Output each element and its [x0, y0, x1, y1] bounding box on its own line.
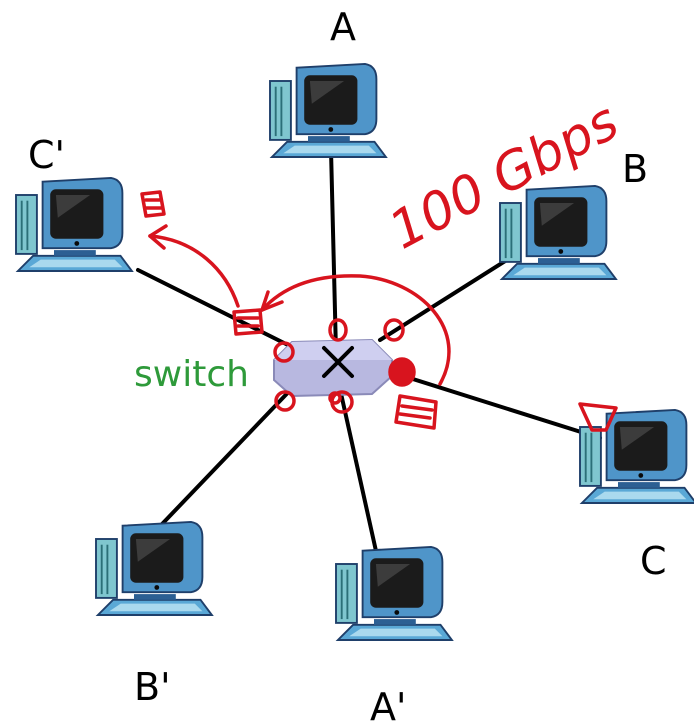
port-highlight-dot [388, 357, 416, 387]
host-a-label: A [330, 5, 356, 49]
forwarding-arrow-to-c-prime [148, 234, 240, 308]
link-b-prime [140, 378, 302, 547]
host-b: B [499, 147, 648, 280]
host-a-prime-label: A' [370, 685, 406, 727]
link-a-prime [336, 378, 380, 562]
switch-label: switch [134, 354, 249, 395]
host-a-prime: A' [335, 545, 453, 727]
frame-mark [394, 394, 438, 430]
frame-mark [232, 308, 264, 336]
computer-icon [269, 62, 387, 158]
port-marker [273, 341, 295, 363]
host-c-prime: C' [15, 133, 133, 272]
port-marker [328, 391, 342, 405]
forwarding-arrow [260, 274, 451, 386]
host-b-label: B [622, 147, 648, 191]
computer-icon [579, 408, 694, 504]
frame-mark [140, 190, 166, 218]
switch: switch [134, 338, 393, 398]
host-b-prime: B' [95, 520, 213, 709]
port-marker [383, 318, 405, 342]
annotations [140, 190, 618, 432]
host-c-prime-label: C' [28, 133, 65, 177]
computer-icon [95, 520, 213, 616]
link-c [376, 366, 602, 440]
frame-mark [578, 402, 618, 432]
computer-icon [15, 176, 133, 272]
switch-cross-icon [322, 346, 354, 378]
host-b-prime-label: B' [134, 665, 171, 709]
host-a: A [269, 5, 387, 158]
link-c-prime [136, 268, 300, 352]
port-marker [328, 318, 348, 342]
host-c-label: C [640, 539, 667, 583]
port-marker [274, 390, 296, 412]
link-a [329, 148, 338, 354]
computer-icon [335, 545, 453, 641]
host-c: C [579, 408, 694, 583]
